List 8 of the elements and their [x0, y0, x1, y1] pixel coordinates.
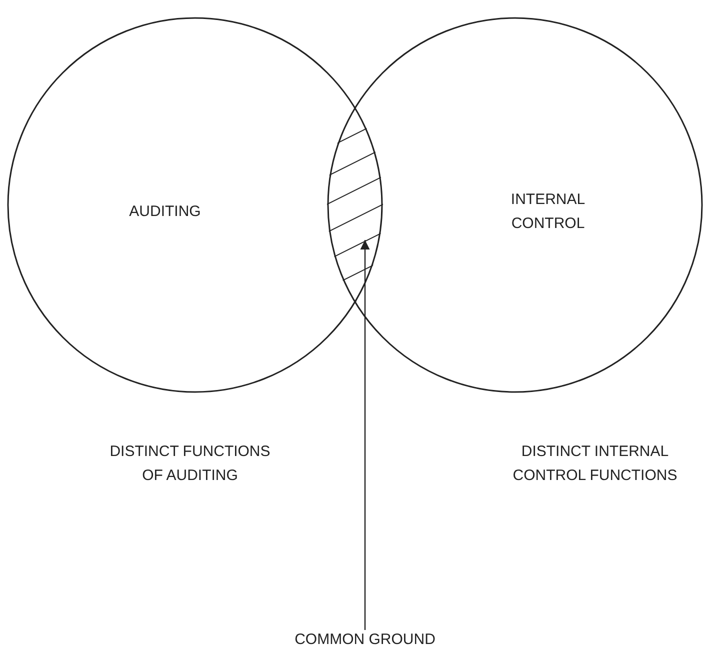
region-label: DISTINCT INTERNAL CONTROL FUNCTIONS [512, 442, 678, 486]
circle-label: INTERNAL CONTROL [510, 190, 586, 234]
leader-arrow [360, 240, 370, 630]
venn-circle [7, 17, 383, 393]
venn-circle [327, 17, 703, 393]
callout-text: COMMON GROUND [285, 628, 445, 652]
circle-label: AUDITING [128, 202, 202, 222]
region-label: DISTINCT FUNCTIONS OF AUDITING [108, 442, 272, 486]
